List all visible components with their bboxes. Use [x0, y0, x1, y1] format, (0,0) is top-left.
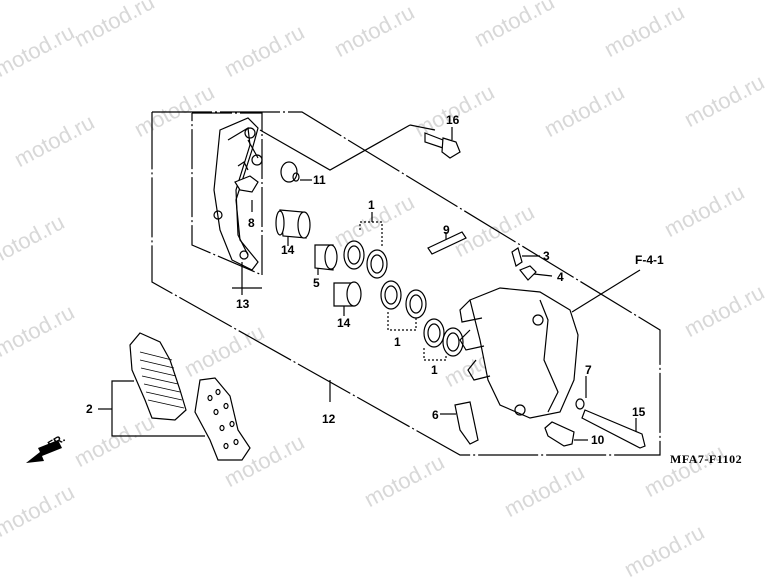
callout-1-upper[interactable]: 1: [368, 198, 375, 212]
callout-16[interactable]: 16: [446, 113, 460, 127]
callout-1-middle[interactable]: 1: [394, 335, 401, 349]
callout-15[interactable]: 15: [632, 405, 646, 419]
callout-6[interactable]: 6: [432, 408, 439, 422]
callout-1-lower[interactable]: 1: [431, 363, 438, 377]
callout-8[interactable]: 8: [248, 216, 255, 230]
callout-2[interactable]: 2: [86, 402, 93, 416]
callout-9[interactable]: 9: [443, 223, 450, 237]
reference-label[interactable]: F-4-1: [635, 253, 664, 267]
callout-7[interactable]: 7: [585, 363, 592, 377]
callout-14-lower[interactable]: 14: [337, 316, 351, 330]
callout-4[interactable]: 4: [557, 270, 564, 284]
callout-3[interactable]: 3: [543, 249, 550, 263]
callout-11[interactable]: 11: [313, 173, 326, 187]
figure-code: MFA7-F1102: [670, 452, 743, 466]
callout-13[interactable]: 13: [236, 297, 250, 311]
callout-10[interactable]: 10: [591, 433, 605, 447]
callout-5[interactable]: 5: [313, 276, 320, 290]
callout-12[interactable]: 12: [322, 412, 336, 426]
callout-14-upper[interactable]: 14: [281, 243, 295, 257]
